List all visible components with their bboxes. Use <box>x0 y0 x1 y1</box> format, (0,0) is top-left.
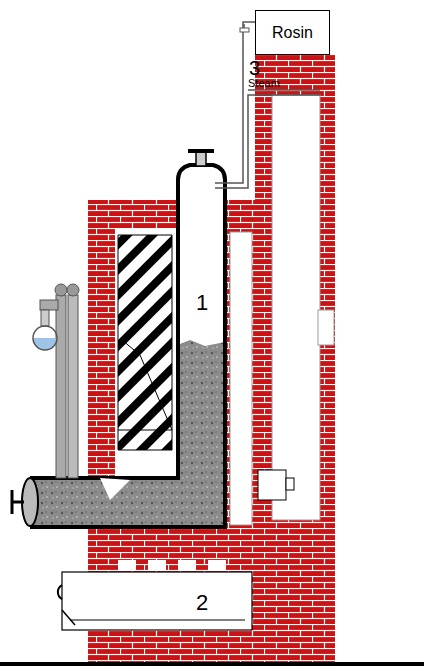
callout-number: 2 <box>196 592 208 614</box>
pipe-label: Steam <box>248 78 280 89</box>
callout-number: 3 <box>249 58 260 78</box>
box-label: Rosin <box>272 24 313 42</box>
material-box: Rosin <box>255 10 330 55</box>
callout-number: 1 <box>196 292 208 314</box>
